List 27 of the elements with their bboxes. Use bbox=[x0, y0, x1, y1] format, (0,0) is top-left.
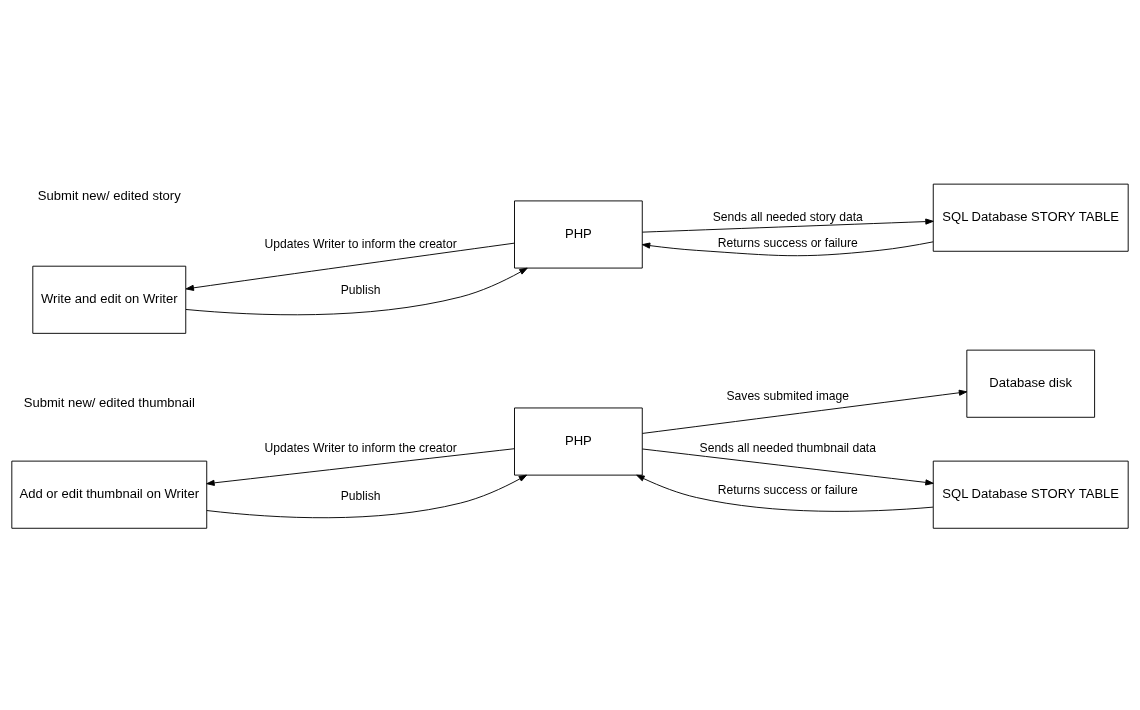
arrow bbox=[636, 474, 934, 512]
node-box: SQL Database STORY TABLE bbox=[932, 460, 1129, 529]
node-box: PHP bbox=[514, 199, 643, 269]
node-box: Write and edit on Writer bbox=[32, 265, 187, 334]
edge-label: Updates Writer to inform the creator bbox=[264, 440, 457, 455]
arrow bbox=[206, 447, 515, 486]
label: Submit new/ edited story bbox=[37, 187, 181, 203]
edge-label: Returns success or failure bbox=[717, 482, 858, 497]
arrow bbox=[641, 448, 934, 485]
label: Submit new/ edited thumbnail bbox=[23, 394, 195, 410]
node-box: PHP bbox=[514, 407, 643, 476]
node-box: SQL Database STORY TABLE bbox=[932, 183, 1129, 252]
arrow bbox=[641, 218, 934, 233]
arrow bbox=[185, 242, 515, 291]
edge-label: Publish bbox=[340, 282, 381, 297]
edge-label: Returns success or failure bbox=[717, 235, 858, 250]
node-box: Add or edit thumbnail on Writer bbox=[11, 460, 208, 529]
arrow bbox=[206, 474, 528, 518]
arrow bbox=[185, 267, 528, 315]
edge-label: Updates Writer to inform the creator bbox=[264, 236, 457, 251]
edge-label: Sends all needed thumbnail data bbox=[699, 440, 876, 455]
edge-label: Saves submited image bbox=[726, 388, 850, 403]
node-box: Database disk bbox=[966, 349, 1096, 418]
edge-label: Publish bbox=[340, 488, 381, 503]
arrow bbox=[641, 240, 934, 256]
edge-label: Sends all needed story data bbox=[712, 209, 863, 224]
arrow bbox=[641, 389, 968, 434]
